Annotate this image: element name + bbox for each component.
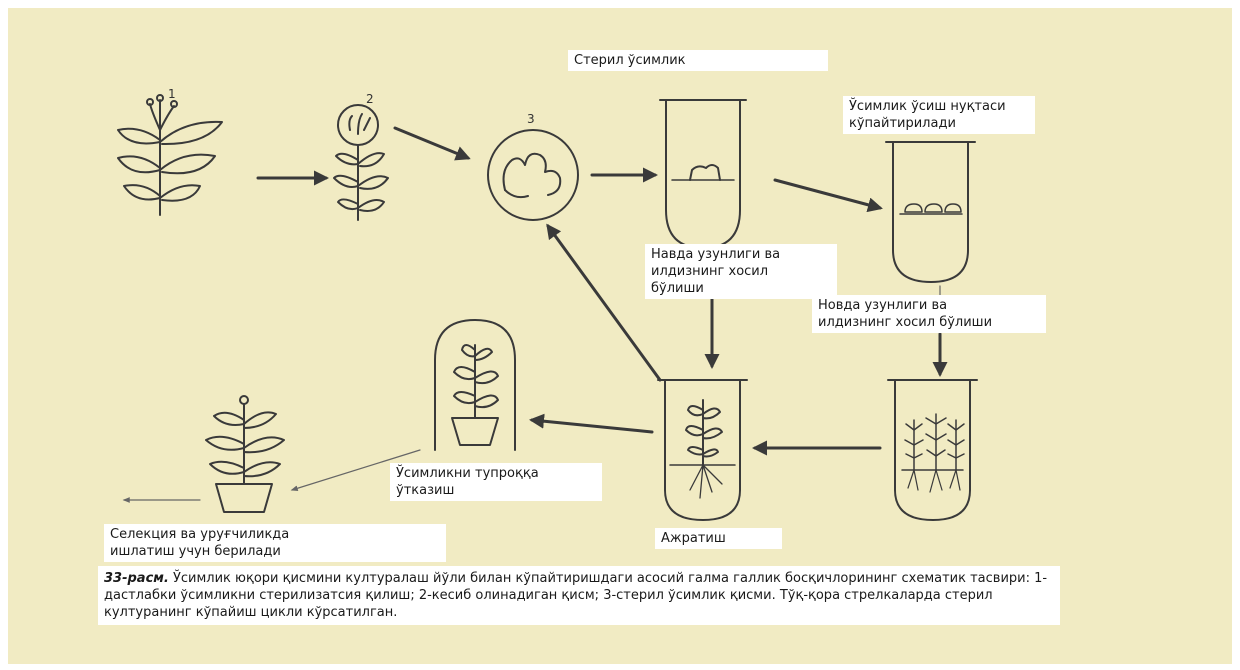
label-growth-point: Ўсимлик ўсиш нуқтаси кўпайтирилади — [843, 96, 1035, 134]
process-arrows — [258, 128, 940, 448]
test-tube-sterile — [660, 100, 746, 248]
label-selection: Селекция ва уруғчиликда ишлатиш учун бер… — [104, 524, 446, 562]
initial-plant-drawing — [118, 95, 222, 215]
label-sterile-plant: Стерил ўсимлик — [568, 50, 828, 71]
label-separation: Ажратиш — [655, 528, 782, 549]
label-shoot-length-1: Навда узунлиги ва илдизнинг хосил бўлиши — [645, 244, 837, 299]
test-tube-shoots — [888, 380, 977, 520]
step-number-1: 1 — [168, 87, 176, 101]
figure-caption-text: Ўсимлик юқори қисмини културалаш йўли би… — [104, 571, 1047, 620]
label-shoot-length-2: Новда узунлиги ва илдизнинг хосил бўлиши — [812, 295, 1046, 333]
cut-part-drawing — [334, 105, 388, 220]
potted-plant — [206, 396, 284, 512]
test-tube-growth-point — [886, 142, 975, 282]
sterile-part-drawing — [488, 130, 578, 220]
label-transplant: Ўсимликни тупроққа ўтказиш — [390, 463, 602, 501]
bell-jar-plant — [435, 320, 515, 450]
step-number-2: 2 — [366, 92, 374, 106]
figure-label: 33-расм. — [104, 571, 169, 586]
test-tube-separation — [658, 380, 747, 520]
step-number-3: 3 — [527, 112, 535, 126]
figure-caption: 33-расм. Ўсимлик юқори қисмини културала… — [98, 566, 1060, 625]
